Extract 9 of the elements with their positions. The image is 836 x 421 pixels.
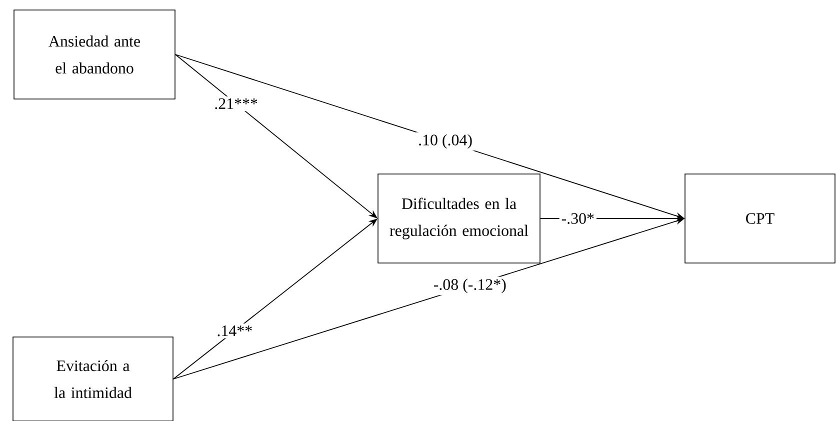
edge-label: .10 (.04)	[416, 132, 474, 151]
text-box: Dificultades en la regulación emocional	[378, 174, 540, 264]
edge-label: -.08 (-.12*)	[431, 276, 508, 296]
edge-label: .14**	[214, 324, 255, 338]
edge-label: .21***	[212, 96, 260, 112]
text-box: Evitación a la intimidad	[12, 336, 174, 421]
edge-label: -.30*	[559, 211, 596, 226]
text-box: CPT	[684, 174, 836, 264]
text-box: Ansiedad ante el abandono	[14, 10, 176, 100]
